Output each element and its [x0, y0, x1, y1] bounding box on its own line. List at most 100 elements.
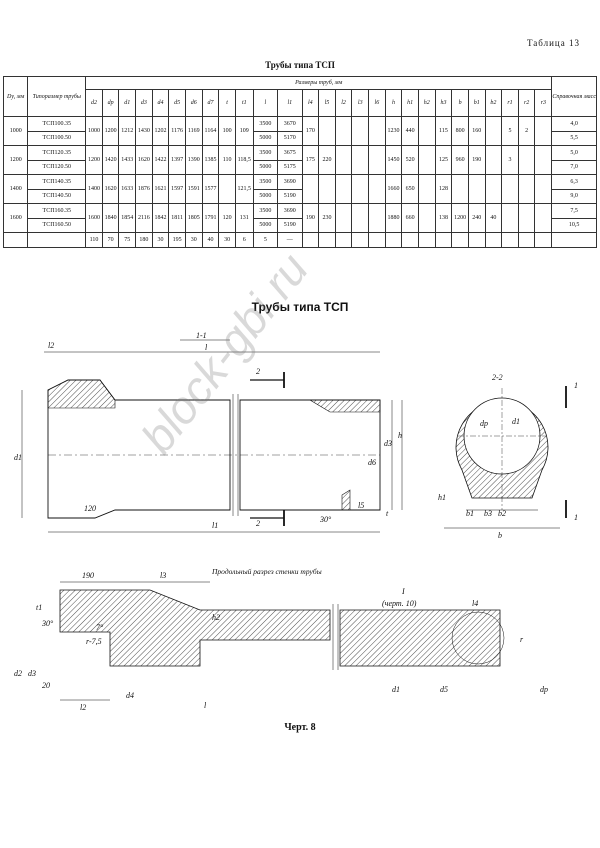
header-dp: dp	[101, 89, 120, 117]
label-l4: l4	[472, 599, 478, 608]
ref-I: I	[401, 587, 405, 596]
cell-h: 1660	[384, 174, 403, 204]
cell-shared: 75	[118, 232, 137, 248]
cell-shared	[534, 232, 553, 248]
longitudinal-caption: Продольный разрез стенки трубы	[211, 567, 322, 576]
cell-mass: 9,0	[551, 188, 597, 204]
cell-b2	[484, 145, 503, 175]
dim-20: 20	[42, 681, 50, 690]
cell-l: 3500	[252, 203, 279, 219]
section-2-mark-top: 2	[256, 367, 260, 376]
cell-size: ТСП120.35	[27, 145, 87, 161]
ref-sheet: (черт. 10)	[382, 599, 417, 608]
dim-7deg: 7°	[96, 623, 104, 632]
cell-shared: 180	[135, 232, 153, 248]
header-l3: l3	[351, 89, 370, 117]
label-t: t	[386, 509, 389, 518]
cell-shared	[434, 232, 453, 248]
cell-t: 100	[218, 116, 236, 146]
section-2-2-view: 2-2 dp d1 h1 b1 b3 b2 b 1 1	[438, 373, 578, 540]
cell-size: ТСП100.50	[27, 130, 87, 146]
cell-size: ТСП140.35	[27, 174, 87, 190]
cell-l: 5000	[252, 217, 279, 233]
label-d3: d3	[384, 439, 392, 448]
cell-d3: 1620	[135, 145, 153, 175]
cell-r3	[534, 116, 553, 146]
label-h2: h2	[212, 613, 220, 622]
header-r3: r3	[534, 89, 553, 117]
cell-l2	[334, 174, 353, 204]
cell-b1	[467, 174, 486, 204]
header-mass: Справочная масса трубы, т	[551, 76, 597, 117]
label-b3: b3	[484, 509, 492, 518]
cell-d6: 1390	[184, 145, 203, 175]
header-d6: d6	[184, 89, 203, 117]
cell-d6: 1805	[184, 203, 203, 233]
cell-t1: 121,5	[234, 174, 254, 204]
cell-size: ТСП160.35	[27, 203, 87, 219]
cell-shared	[384, 232, 403, 248]
label-d2: d2	[14, 669, 22, 678]
cell-r2: 2	[517, 116, 536, 146]
cell-r3	[534, 174, 553, 204]
header-b2: b2	[484, 89, 503, 117]
cell-r1: 3	[501, 145, 519, 175]
cell-mass: 6,3	[551, 174, 597, 190]
header-h3: h3	[434, 89, 453, 117]
label-d1-long: d1	[392, 685, 400, 694]
cell-dp: 1200	[101, 116, 120, 146]
label-dp: dp	[480, 419, 488, 428]
label-h: h	[398, 431, 402, 440]
cell-h2	[417, 145, 436, 175]
header-d5: d5	[168, 89, 186, 117]
cell-shared: 195	[168, 232, 186, 248]
cell-h3: 115	[434, 116, 453, 146]
cell-l6	[368, 174, 386, 204]
cell-t: 110	[218, 145, 236, 175]
cell-b: 960	[451, 145, 469, 175]
cell-shared	[318, 232, 336, 248]
cell-h2	[417, 174, 436, 204]
table-number: Таблица 13	[527, 38, 580, 48]
section-2-2-label: 2-2	[492, 373, 503, 382]
cell-b	[451, 174, 469, 204]
cell-l: 5000	[252, 159, 279, 175]
cell-d1: 1633	[118, 174, 137, 204]
cell-d6: 1169	[184, 116, 203, 146]
cell-l1: 3670	[277, 116, 303, 132]
label-l: l	[205, 343, 208, 352]
cell-shared: —	[277, 232, 303, 248]
cell-shared	[334, 232, 353, 248]
cell-mass: 5,5	[551, 130, 597, 146]
label-l1: l1	[212, 521, 218, 530]
cell-l4: 170	[301, 116, 320, 146]
cell-b: 800	[451, 116, 469, 146]
cell-d3: 2116	[135, 203, 153, 233]
cell-d4: 1202	[151, 116, 170, 146]
cell-b2	[484, 116, 503, 146]
cell-l6	[368, 203, 386, 233]
longitudinal-section-view: 190 l3 Продольный разрез стенки трубы 30…	[14, 567, 548, 712]
dim-30deg-b: 30°	[41, 619, 54, 628]
cell-l4: 175	[301, 145, 320, 175]
cell-r1: 5	[501, 116, 519, 146]
cell-r1	[501, 174, 519, 204]
header-l2: l2	[334, 89, 353, 117]
cell-shared: 70	[101, 232, 120, 248]
cell-empty	[551, 232, 597, 248]
cell-mass: 7,5	[551, 203, 597, 219]
cell-d5: 1811	[168, 203, 186, 233]
label-r: r	[520, 635, 524, 644]
header-size: Типоразмер трубы	[27, 76, 87, 117]
cell-b1: 160	[467, 116, 486, 146]
cell-l3	[351, 203, 370, 233]
label-dp-long: dp	[540, 685, 548, 694]
label-d1-cross: d1	[512, 417, 520, 426]
cell-d1: 1433	[118, 145, 137, 175]
cell-d2: 1200	[85, 145, 103, 175]
header-r1: r1	[501, 89, 519, 117]
